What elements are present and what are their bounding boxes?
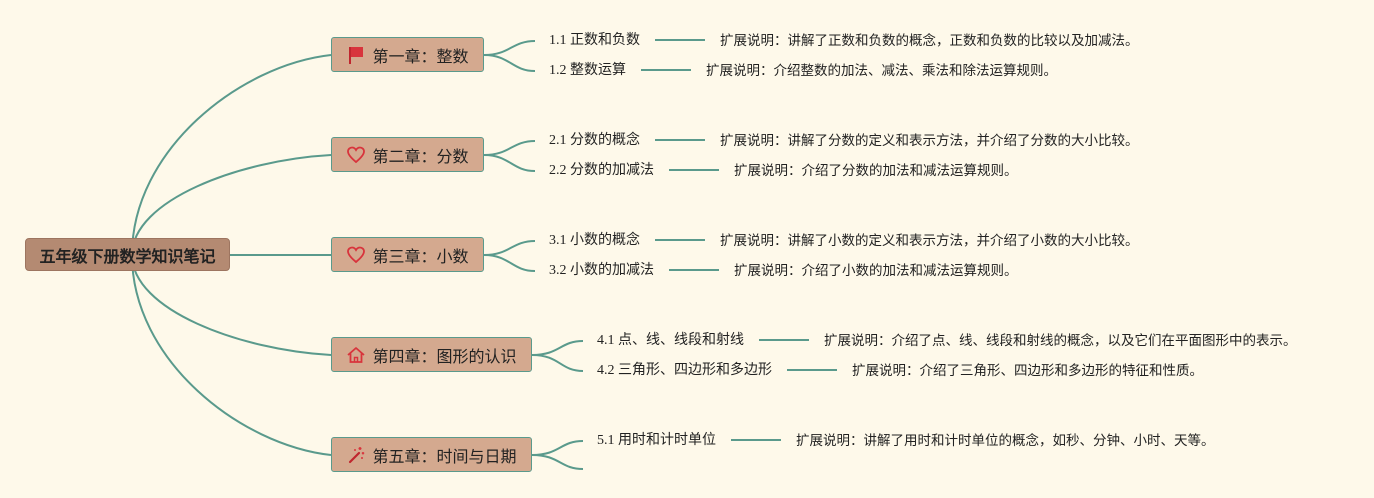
topic-label[interactable]: 1.2 整数运算 <box>549 63 626 78</box>
topic-label[interactable]: 2.2 分数的加减法 <box>549 163 654 178</box>
heart-icon <box>346 145 366 165</box>
connector-ch3-t2 <box>483 254 536 272</box>
connector-ch2-t1 <box>483 140 536 156</box>
topic-label[interactable]: 2.1 分数的概念 <box>549 133 640 148</box>
connector-ch4-t1 <box>531 340 584 356</box>
topic-label[interactable]: 1.1 正数和负数 <box>549 33 640 48</box>
connector-root-ch2 <box>131 154 332 256</box>
topic-note: 扩展说明：讲解了用时和计时单位的概念，如秒、分钟、小时、天等。 <box>796 433 1215 449</box>
connector-ch1-t2 <box>483 54 536 72</box>
house-icon <box>346 345 366 365</box>
connector-root-ch1 <box>131 54 332 256</box>
connector-ch5-t2 <box>531 454 584 470</box>
heart-icon <box>346 245 366 265</box>
chapter-node-4[interactable]: 第四章：图形的认识 <box>331 337 532 372</box>
topic-label[interactable]: 5.1 用时和计时单位 <box>597 433 716 448</box>
chapter-title: 第四章：图形的认识 <box>372 348 517 366</box>
connector-ch1-t1 <box>483 40 536 56</box>
magic-wand-icon <box>346 445 366 465</box>
connector-ch3-t1 <box>483 240 536 256</box>
connector-ch5-t1 <box>531 440 584 456</box>
red-flag-icon <box>346 45 366 65</box>
connector-root-ch4 <box>131 254 332 356</box>
topic-note: 扩展说明：介绍整数的加法、减法、乘法和除法运算规则。 <box>706 63 1057 79</box>
topic-note: 扩展说明：介绍了三角形、四边形和多边形的特征和性质。 <box>852 363 1203 379</box>
root-title: 五年级下册数学知识笔记 <box>39 248 216 266</box>
connector-ch2-t2 <box>483 154 536 172</box>
chapter-node-3[interactable]: 第三章：小数 <box>331 237 484 272</box>
chapter-title: 第一章：整数 <box>372 48 469 66</box>
topic-note: 扩展说明：介绍了点、线、线段和射线的概念，以及它们在平面图形中的表示。 <box>824 333 1297 349</box>
topic-label[interactable]: 3.2 小数的加减法 <box>549 263 654 278</box>
chapter-title: 第五章：时间与日期 <box>372 448 517 466</box>
chapter-node-5[interactable]: 第五章：时间与日期 <box>331 437 532 472</box>
chapter-node-1[interactable]: 第一章：整数 <box>331 37 484 72</box>
connector-root-ch5 <box>131 254 332 456</box>
topic-label[interactable]: 3.1 小数的概念 <box>549 233 640 248</box>
topic-note: 扩展说明：讲解了小数的定义和表示方法，并介绍了小数的大小比较。 <box>720 233 1139 249</box>
topic-label[interactable]: 4.1 点、线、线段和射线 <box>597 333 744 348</box>
topic-note: 扩展说明：讲解了分数的定义和表示方法，并介绍了分数的大小比较。 <box>720 133 1139 149</box>
topic-note: 扩展说明：介绍了分数的加法和减法运算规则。 <box>734 163 1018 179</box>
root-node[interactable]: 五年级下册数学知识笔记 <box>25 238 230 271</box>
topic-label[interactable]: 4.2 三角形、四边形和多边形 <box>597 363 772 378</box>
chapter-title: 第二章：分数 <box>372 148 469 166</box>
topic-note: 扩展说明：讲解了正数和负数的概念，正数和负数的比较以及加减法。 <box>720 33 1139 49</box>
chapter-node-2[interactable]: 第二章：分数 <box>331 137 484 172</box>
connector-ch4-t2 <box>531 354 584 372</box>
topic-note: 扩展说明：介绍了小数的加法和减法运算规则。 <box>734 263 1018 279</box>
chapter-title: 第三章：小数 <box>372 248 469 266</box>
